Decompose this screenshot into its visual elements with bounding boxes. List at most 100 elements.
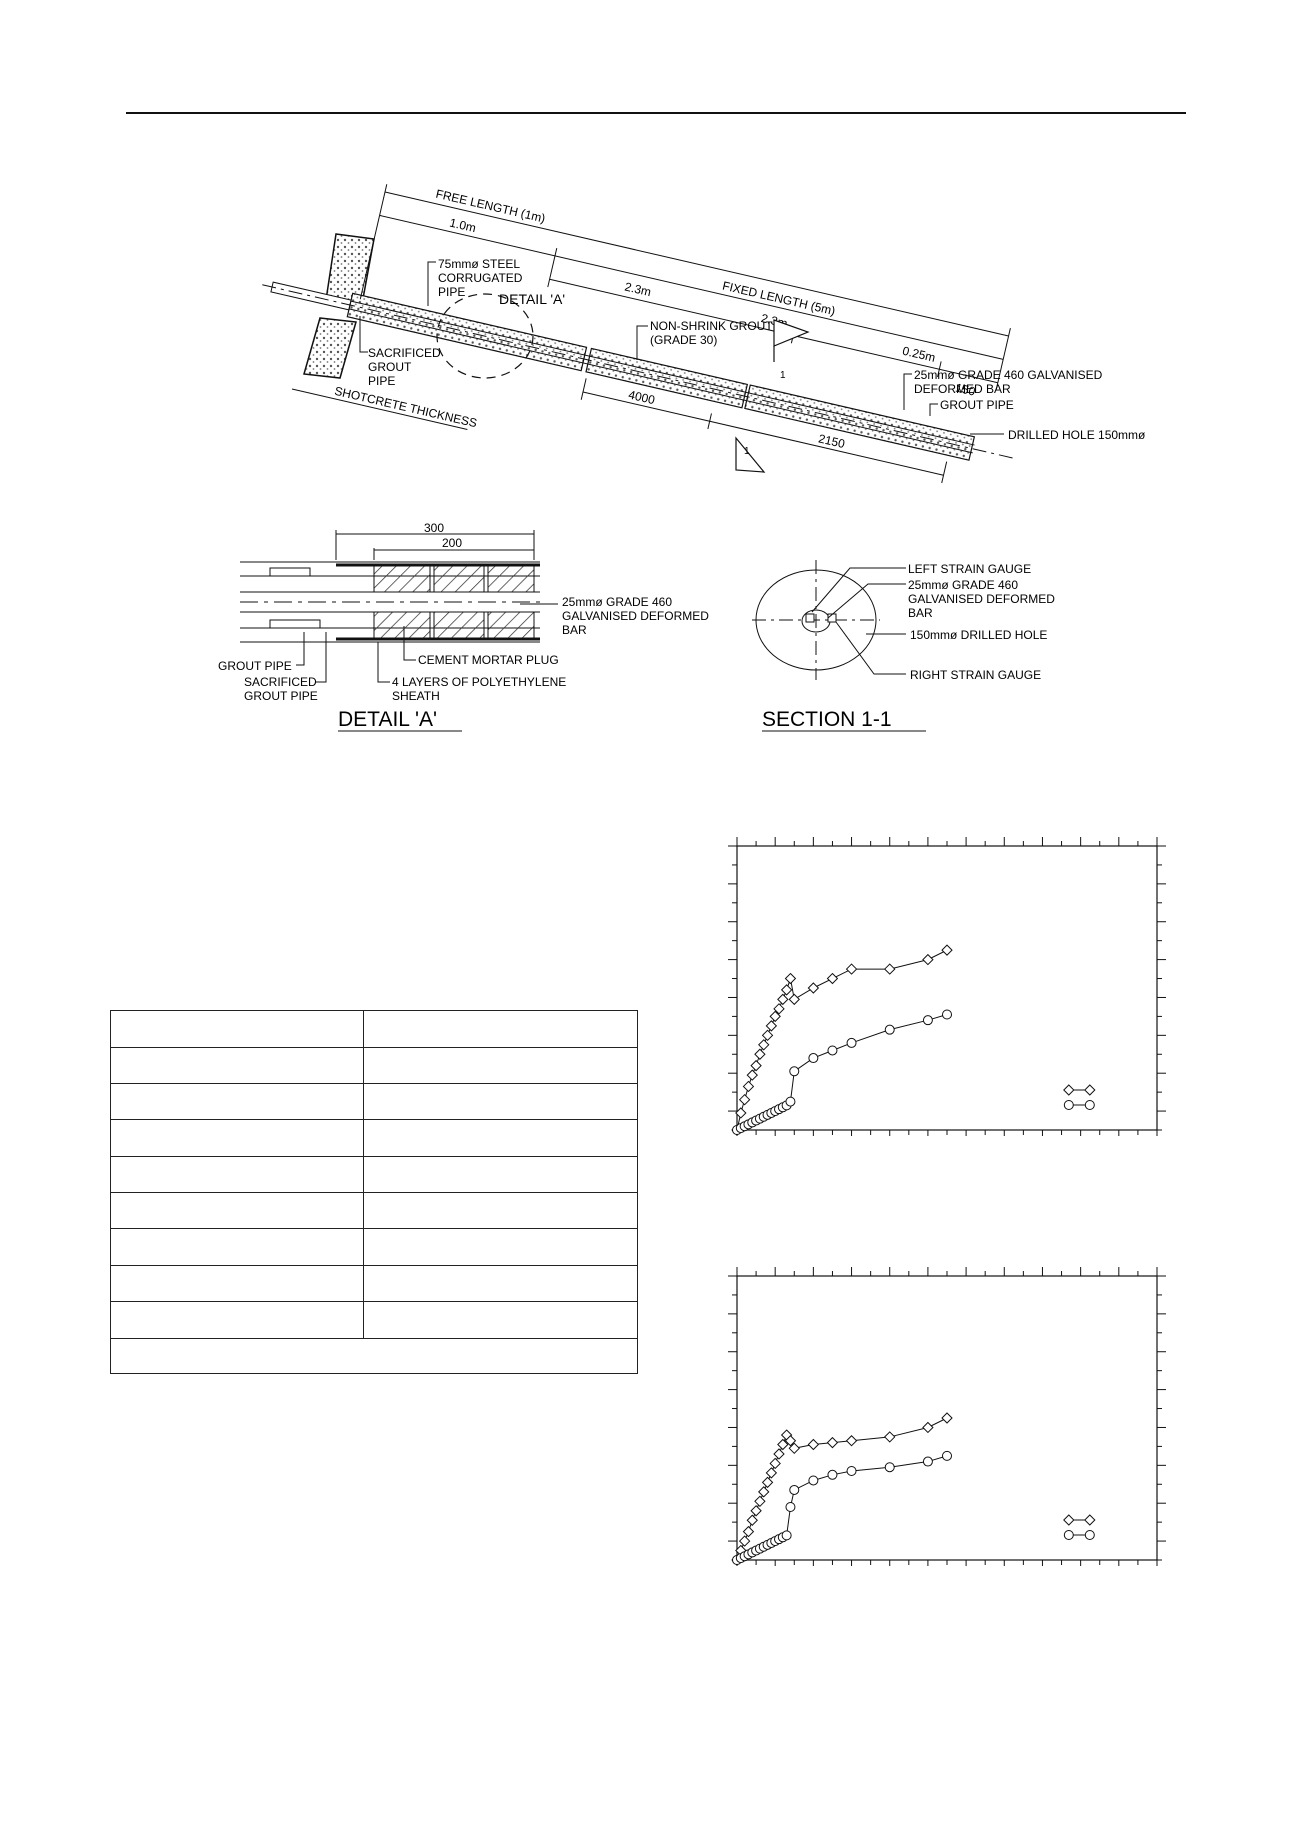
data-point-diamond [738, 1093, 751, 1106]
data-point-diamond [746, 1514, 758, 1526]
hole-label: 150mmø DRILLED HOLE [910, 628, 1047, 642]
data-point-diamond [765, 1020, 778, 1032]
detail-grout-pipe-label: GROUT PIPE [218, 659, 292, 673]
legend-marker-circle [1084, 1100, 1095, 1110]
detail-dim-300: 300 [424, 521, 444, 535]
data-point-diamond [845, 1435, 858, 1447]
section-bar-label-2: GALVANISED DEFORMED [908, 592, 1055, 606]
non-shrink-label-2: (GRADE 30) [650, 333, 717, 347]
data-point-circle [789, 1066, 800, 1077]
data-point-circle [789, 1484, 800, 1495]
data-point-diamond [826, 1436, 839, 1449]
data-point-diamond [750, 1505, 762, 1517]
table-row [110, 1119, 638, 1120]
data-point-diamond [777, 1438, 789, 1451]
data-point-circle [884, 1024, 895, 1035]
steel-pipe-label-1: 75mmø STEEL [438, 257, 520, 271]
data-point-circle [942, 1450, 952, 1461]
data-point-diamond [761, 1029, 774, 1042]
plot-frame [736, 845, 1158, 1131]
section-1-1-drawing: LEFT STRAIN GAUGE 25mmø GRADE 460 GALVAN… [752, 560, 1055, 732]
data-point-diamond [941, 1412, 953, 1424]
data-point-diamond [807, 982, 820, 994]
dim-4000: 4000 [627, 388, 656, 408]
cement-plug-label: CEMENT MORTAR PLUG [418, 653, 559, 667]
data-point-circle [785, 1501, 796, 1512]
table-row [110, 1047, 638, 1048]
data-point-circle [922, 1456, 933, 1467]
legend-marker-diamond [1084, 1084, 1096, 1096]
right-gauge-label: RIGHT STRAIN GAUGE [910, 668, 1041, 682]
detail-a-drawing: 300 200 25mmø GRADE 460 GALVANISED DEFOR… [218, 521, 709, 732]
left-gauge-label: LEFT STRAIN GAUGE [908, 562, 1031, 576]
data-point-diamond [746, 1069, 758, 1081]
table-row [110, 1265, 638, 1266]
data-point-circle [808, 1053, 819, 1064]
data-point-diamond [761, 1476, 774, 1489]
data-point-diamond [765, 1467, 778, 1479]
shotcrete-wall [271, 233, 375, 379]
data-point-diamond [784, 972, 797, 985]
data-point-diamond [758, 1486, 770, 1498]
table-row [110, 1156, 638, 1157]
data-point-diamond [742, 1525, 755, 1538]
detail-bar-label-1: 25mmø GRADE 460 [562, 595, 672, 609]
data-point-diamond [738, 1535, 751, 1547]
table-row [110, 1301, 638, 1302]
data-point-diamond [922, 1421, 934, 1434]
data-point-circle [922, 1015, 933, 1026]
data-point-diamond [807, 1438, 820, 1451]
bottom-dimensions: 4000 2150 [580, 378, 948, 484]
data-point-diamond [845, 963, 858, 975]
data-point-diamond [735, 1107, 747, 1119]
detail-a-title: DETAIL 'A' [338, 708, 437, 731]
strain-chart-1 [728, 837, 1166, 1136]
non-shrink-label-1: NON-SHRINK GROUT [650, 319, 773, 333]
table-footer-row [110, 1338, 638, 1339]
steel-pipe-label-2: CORRUGATED [438, 271, 523, 285]
table-column-divider [363, 1010, 364, 1338]
table-row [110, 1083, 638, 1084]
top-dimensions: FREE LENGTH (1m) 1.0m FIXED LENGTH (5m) … [359, 184, 1011, 399]
sheath-label-1: 4 LAYERS OF POLYETHYLENE [392, 675, 566, 689]
free-dim-label: 1.0m [448, 216, 477, 236]
section-bar-label-3: BAR [908, 606, 933, 620]
section-bar-label-1: 25mmø GRADE 460 [908, 578, 1018, 592]
data-point-diamond [884, 1431, 896, 1443]
legend-marker-diamond [1084, 1514, 1096, 1526]
detail-sacrificed-label-1: SACRIFICED [244, 675, 317, 689]
data-point-circle [884, 1462, 895, 1473]
detail-a-callout-label: DETAIL 'A' [499, 291, 565, 307]
section-1-flag-bottom: 1 [735, 436, 766, 473]
table-row [110, 1192, 638, 1193]
data-point-diamond [788, 993, 800, 1006]
header-rule [126, 112, 1186, 114]
dim-2-3-a: 2.3m [623, 280, 652, 300]
data-point-diamond [922, 953, 934, 966]
data-point-diamond [758, 1039, 770, 1051]
data-point-diamond [884, 963, 896, 975]
detail-dim-200: 200 [442, 536, 462, 550]
data-point-circle [846, 1037, 857, 1048]
data-point-circle [827, 1045, 838, 1056]
sacrificed-label-1: SACRIFICED [368, 346, 441, 360]
sacrificed-label-3: PIPE [368, 374, 395, 388]
anchor-drawing: DETAIL 'A' FREE LENGTH (1m) 1.0m FIXED L… [218, 184, 1146, 732]
data-point-diamond [788, 1442, 800, 1455]
data-point-circle [808, 1475, 819, 1486]
data-point-diamond [750, 1059, 762, 1072]
anchor-body [262, 281, 1013, 461]
sacrificed-label-2: GROUT [368, 360, 412, 374]
data-point-diamond [754, 1048, 766, 1060]
data-point-circle [781, 1530, 792, 1541]
data-point-diamond [742, 1080, 755, 1093]
legend-marker-diamond [1063, 1084, 1075, 1096]
shotcrete-label: SHOTCRETE THICKNESS [333, 384, 478, 430]
series-line-diamond [736, 1417, 948, 1561]
svg-text:1: 1 [780, 370, 786, 381]
sheath-label-2: SHEATH [392, 689, 440, 703]
data-point-diamond [777, 993, 789, 1006]
dim-2150: 2150 [817, 431, 846, 451]
detail-a-callout-circle [436, 293, 534, 379]
grout-pipe-label: GROUT PIPE [940, 398, 1014, 412]
